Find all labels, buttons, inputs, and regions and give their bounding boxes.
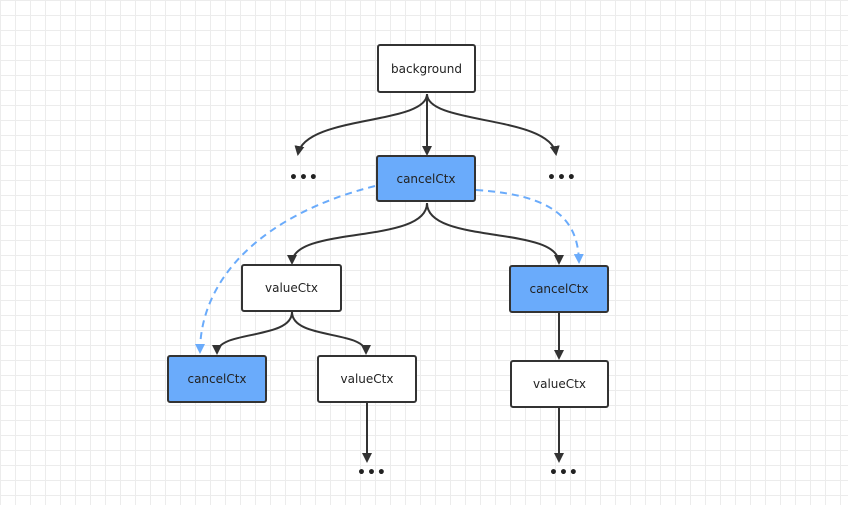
cancel-propagation-right [475, 189, 584, 264]
ellipsis-bottom-right: ••• [549, 465, 579, 481]
node-background: background [377, 44, 476, 93]
edge-valuectx-to-cancelctx-leaf [212, 311, 293, 355]
node-valuectx-right: valueCtx [510, 360, 609, 408]
node-valuectx-left: valueCtx [241, 264, 342, 312]
node-cancelctx-right: cancelCtx [509, 265, 609, 313]
cancel-propagation-left [195, 185, 376, 354]
node-cancelctx-leaf: cancelCtx [167, 355, 267, 403]
ellipsis-left: ••• [289, 170, 319, 186]
edge-cancelctx-to-valuectx [287, 202, 428, 265]
node-cancelctx-root: cancelCtx [376, 155, 476, 202]
ellipsis-right: ••• [547, 170, 577, 186]
ellipsis-bottom-mid: ••• [357, 465, 387, 481]
edge-background-to-ellipsis-left [294, 93, 428, 156]
edge-cancelctx-to-cancelctx-right [426, 202, 564, 265]
node-valuectx-mid: valueCtx [317, 355, 417, 403]
edge-background-to-ellipsis-right [426, 93, 560, 156]
edge-valuectx-to-valuectx-mid [291, 311, 371, 355]
